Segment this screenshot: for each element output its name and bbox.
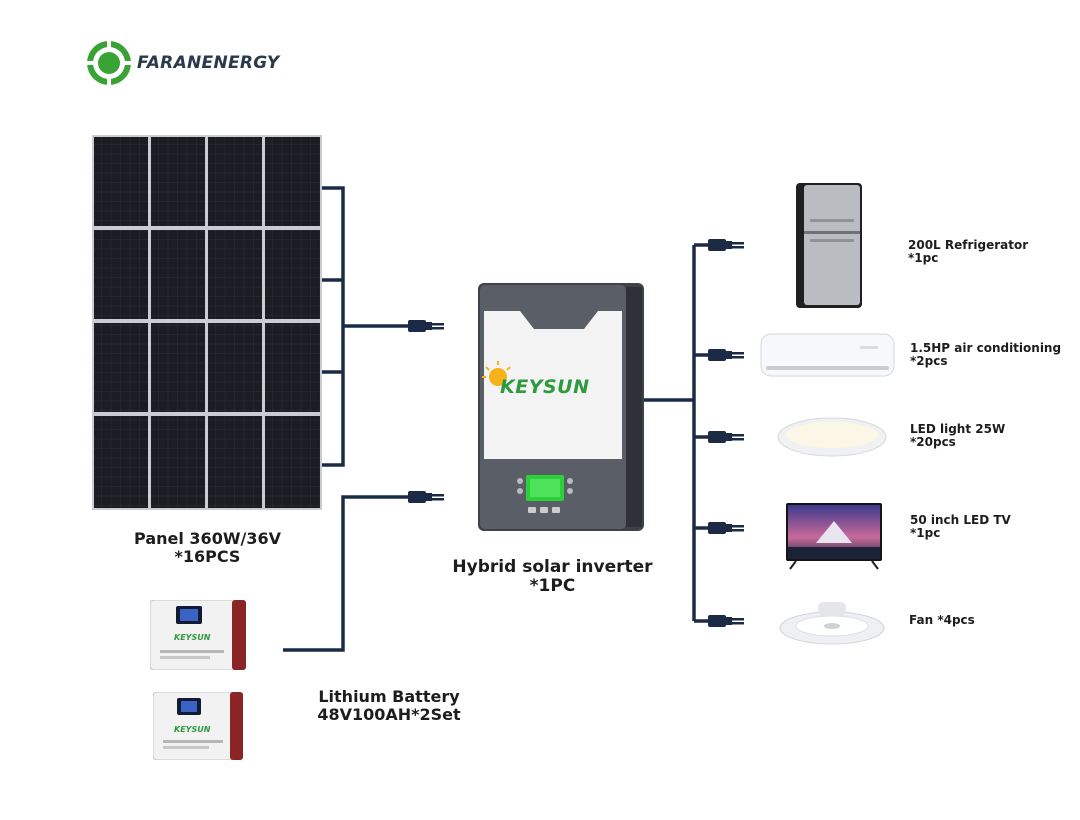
plug-ac-icon xyxy=(708,349,744,361)
led-light-label-line2: *20pcs xyxy=(910,435,956,450)
led-light-icon xyxy=(777,417,887,457)
inverter-brand: KEYSUN xyxy=(500,376,590,398)
plug-fan-icon xyxy=(708,615,744,627)
plug-refrigerator-icon xyxy=(708,239,744,251)
inverter-label-line2: *1PC xyxy=(529,575,576,596)
battery-unit-2: KEYSUN xyxy=(152,691,244,761)
refrigerator-label: 200L Refrigerator *1pc xyxy=(908,238,1029,266)
inverter-label-line1: Hybrid solar inverter xyxy=(452,557,653,577)
plug-battery-icon xyxy=(408,491,444,503)
battery-brand-1: KEYSUN xyxy=(174,633,211,642)
led-light-label-line1: LED light 25W xyxy=(910,422,1006,436)
plug-led-light-icon xyxy=(708,431,744,443)
fan-label-line1: Fan *4pcs xyxy=(909,613,975,627)
ac-label-line2: *2pcs xyxy=(910,354,948,369)
battery-label-line2: 48V100AH*2Set xyxy=(317,704,461,724)
ac-label-line1: 1.5HP air conditioning xyxy=(910,341,1062,355)
inverter-label: Hybrid solar inverter *1PC xyxy=(440,558,665,595)
refrigerator-label-line2: *1pc xyxy=(908,251,939,266)
panel-label: Panel 360W/36V *16PCS xyxy=(120,530,295,565)
ceiling-fan-icon xyxy=(779,602,885,645)
tv-label-line2: *1pc xyxy=(910,526,941,541)
plug-tv-icon xyxy=(708,522,744,534)
battery-illustration xyxy=(152,691,244,761)
logo-text: FARANENERGY xyxy=(137,53,280,73)
logo-mark-icon xyxy=(85,39,133,87)
panel-label-line1: Panel 360W/36V xyxy=(134,529,281,548)
solar-panel-array xyxy=(92,135,322,510)
led-light-label: LED light 25W *20pcs xyxy=(910,422,1006,450)
battery-label-line1: Lithium Battery xyxy=(318,687,460,706)
battery-label: Lithium Battery 48V100AH*2Set xyxy=(305,688,473,723)
logo: FARANENERGY xyxy=(84,38,304,88)
tv-label: 50 inch LED TV *1pc xyxy=(910,513,1011,541)
tv-icon xyxy=(786,503,882,570)
battery-unit-1: KEYSUN xyxy=(149,599,247,671)
fan-label: Fan *4pcs xyxy=(909,613,975,627)
refrigerator-label-line1: 200L Refrigerator xyxy=(908,238,1029,252)
air-conditioner-icon xyxy=(760,333,895,377)
plug-panel-icon xyxy=(408,320,444,332)
battery-brand-2: KEYSUN xyxy=(174,725,211,734)
tv-label-line1: 50 inch LED TV xyxy=(910,513,1011,527)
refrigerator-icon xyxy=(796,183,862,308)
battery-illustration xyxy=(149,599,247,671)
inverter-unit: KEYSUN xyxy=(478,283,644,531)
inverter-illustration xyxy=(478,283,644,531)
ac-label: 1.5HP air conditioning *2pcs xyxy=(910,341,1062,369)
panel-label-line2: *16PCS xyxy=(174,546,241,566)
